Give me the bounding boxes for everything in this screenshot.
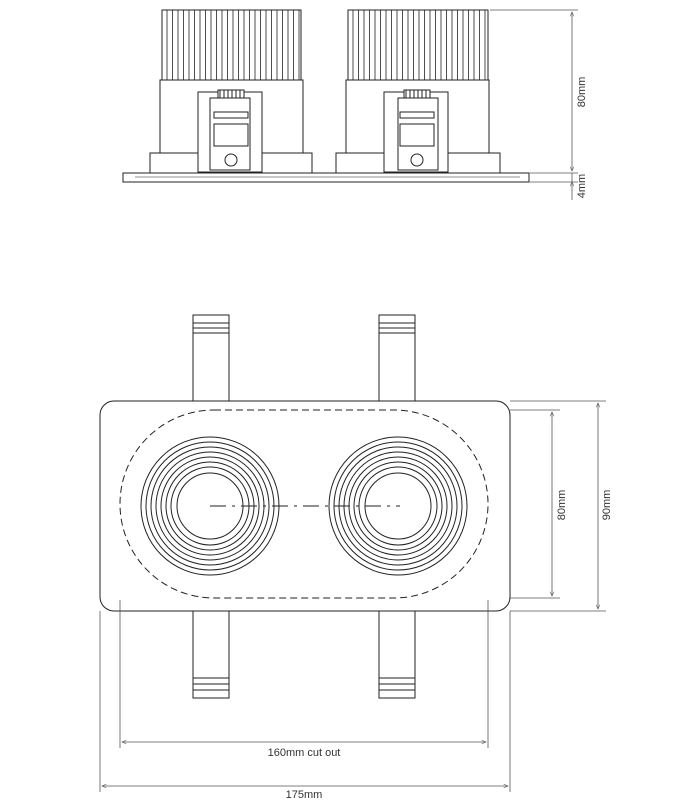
front-view [99, 314, 511, 699]
lens-ring [160, 456, 260, 556]
dim-inner-height-label: 80mm [556, 490, 568, 521]
spring-clip-top-left [192, 314, 230, 406]
side-view-dimensions [490, 9, 578, 200]
bezel-plate [122, 172, 530, 183]
spring-clip-bottom-right [378, 609, 416, 699]
heatsink-right [347, 9, 489, 81]
dim-cutout-width-label: 160mm cut out [268, 747, 341, 759]
front-view-dimensions [99, 400, 606, 792]
dim-outer-height-label: 90mm [601, 490, 613, 521]
heatsink-fins-right [352, 10, 486, 80]
dim-side-plate-label: 4mm [576, 174, 588, 198]
dim-side-height-label: 80mm [576, 77, 588, 108]
lens-ring [328, 436, 468, 576]
lens-ring [150, 446, 270, 566]
lens-ring [353, 461, 443, 551]
heatsink-left [161, 9, 302, 81]
spring-clip-top-right [378, 314, 416, 406]
cutout-outline [119, 409, 489, 599]
spring-clip-right [383, 89, 449, 173]
spring-clip-bottom-left [192, 609, 230, 699]
heatsink-fins-left [166, 10, 300, 80]
dim-overall-width-label: 175mm [286, 789, 323, 800]
spring-clip-left [197, 89, 263, 173]
side-view [122, 9, 530, 183]
